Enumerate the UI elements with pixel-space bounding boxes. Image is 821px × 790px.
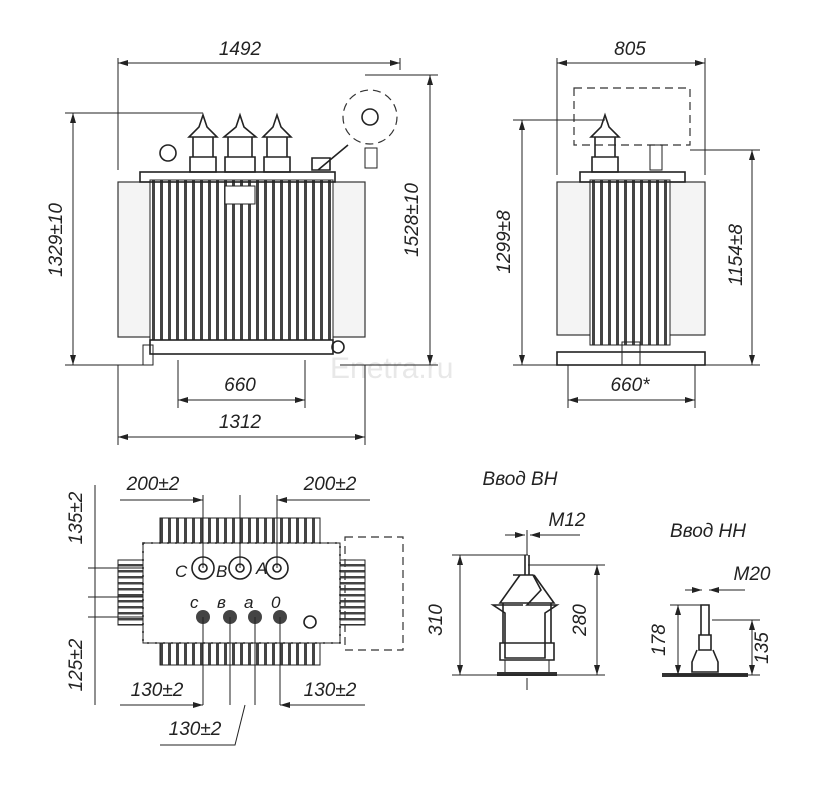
- dim-wheel-base: 660: [224, 375, 256, 396]
- dim-side-height-bushing: 1299±8: [494, 210, 515, 274]
- dim-bottom-offset: 125±2: [66, 638, 87, 691]
- expander: [342, 89, 398, 145]
- lv-bushing-title: Ввод НН: [670, 521, 746, 542]
- terminal-C: C: [175, 562, 188, 581]
- hv-bushing-detail: Ввод ВН M12 310 280: [426, 469, 605, 690]
- watermark: Enetra.ru: [330, 352, 453, 385]
- terminal-c: c: [190, 593, 199, 612]
- dim-hv-spacing-right: 200±2: [303, 474, 357, 495]
- dim-side-width: 805: [614, 39, 646, 60]
- dim-overall-width: 1492: [219, 39, 262, 60]
- terminal-B: B: [216, 562, 227, 581]
- lv-thread: M20: [734, 564, 771, 585]
- dim-height-total: 1528±10: [402, 183, 423, 257]
- nameplate: [224, 185, 256, 205]
- dim-body-width: 1312: [219, 412, 262, 433]
- dim-lv-spacing-middle: 130±2: [169, 719, 222, 740]
- plan-view: C B A c в a 0 200±2 200±2 130±2 130±2 13…: [66, 474, 404, 746]
- hv-height: 280: [570, 604, 591, 637]
- lv-bushing-detail: Ввод НН M20 178 135: [649, 521, 773, 677]
- hv-bushing-title: Ввод ВН: [483, 469, 558, 490]
- terminal-a: a: [244, 593, 253, 612]
- dim-top-offset: 135±2: [66, 491, 87, 544]
- terminal-0: 0: [271, 593, 281, 612]
- terminal-A: A: [255, 559, 267, 578]
- terminal-b: в: [217, 593, 226, 612]
- side-view: 805 660* 1299±8 1154±8: [494, 39, 760, 408]
- radiator-fins: [149, 179, 334, 341]
- hv-total-height: 310: [426, 604, 447, 636]
- front-view: 1492 1312 660 1329±10 1528±10: [46, 39, 438, 445]
- gauge-icon: [159, 144, 177, 162]
- hv-thread: M12: [549, 510, 586, 531]
- hv-bushings-front: [187, 112, 293, 173]
- dim-lv-spacing-left: 130±2: [131, 680, 184, 701]
- dim-side-wheel-base: 660*: [610, 375, 650, 396]
- lv-total-height: 178: [649, 624, 670, 656]
- dim-hv-spacing-left: 200±2: [126, 474, 180, 495]
- lv-height: 135: [752, 632, 773, 664]
- dim-lv-spacing-right: 130±2: [304, 680, 357, 701]
- dim-height-bushing: 1329±10: [46, 203, 67, 277]
- dim-side-height-cover: 1154±8: [726, 224, 747, 286]
